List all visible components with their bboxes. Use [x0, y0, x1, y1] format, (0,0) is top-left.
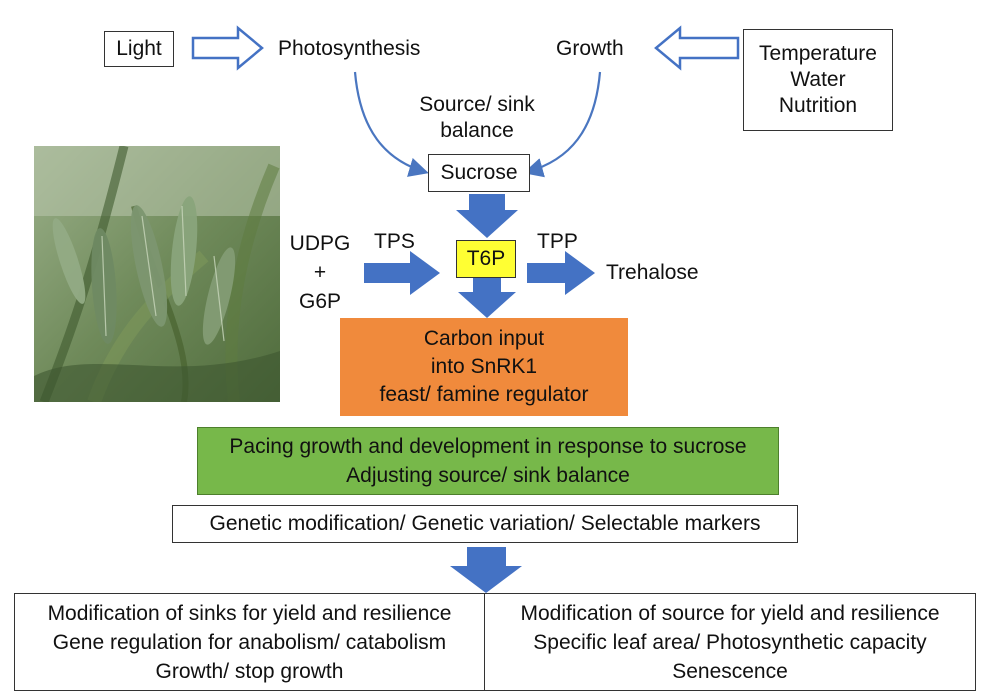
growth-pacing-line-1: Pacing growth and development in respons…	[229, 435, 747, 458]
right-block-arrow-tpp	[527, 251, 595, 295]
wheat-photo	[34, 146, 280, 402]
precursors-label: UDPG + G6P	[283, 229, 357, 316]
genetic-modification-label: Genetic modification/ Genetic variation/…	[209, 512, 761, 535]
source-line-1: Modification of source for yield and res…	[520, 601, 940, 625]
light-label: Light	[116, 37, 162, 60]
down-block-arrow-t6p	[458, 278, 516, 318]
source-line-2: Specific leaf area/ Photosynthetic capac…	[533, 630, 927, 654]
t6p-label: T6P	[466, 247, 506, 270]
hollow-left-arrow	[654, 25, 740, 71]
g6p-label: G6P	[298, 290, 342, 313]
plus-label: +	[313, 261, 327, 284]
down-block-arrow-sucrose	[456, 194, 518, 238]
sucrose-label: Sucrose	[440, 161, 518, 184]
environment-nutrition: Nutrition	[778, 94, 858, 117]
growth-label: Growth	[556, 37, 624, 60]
curved-arrow-growth	[523, 71, 602, 178]
tps-label: TPS	[374, 230, 415, 253]
trehalose-label: Trehalose	[606, 261, 699, 284]
carbon-line-1: Carbon input	[423, 327, 545, 350]
sinks-box: Modification of sinks for yield and resi…	[14, 593, 484, 691]
sinks-line-2: Gene regulation for anabolism/ catabolis…	[52, 630, 447, 654]
environment-water: Water	[790, 68, 846, 91]
udpg-label: UDPG	[289, 232, 351, 255]
light-box: Light	[104, 31, 174, 67]
source-sink-line-2: balance	[440, 119, 514, 142]
carbon-line-3: feast/ famine regulator	[379, 383, 589, 406]
source-line-3: Senescence	[672, 659, 788, 683]
growth-pacing-box: Pacing growth and development in respons…	[197, 427, 779, 495]
tpp-label: TPP	[537, 230, 578, 253]
curved-arrow-photosynthesis	[353, 71, 429, 177]
sinks-line-1: Modification of sinks for yield and resi…	[47, 601, 452, 625]
environment-box: Temperature Water Nutrition	[743, 29, 893, 131]
environment-temperature: Temperature	[759, 42, 877, 65]
sucrose-box: Sucrose	[428, 154, 530, 192]
hollow-right-arrow	[191, 25, 264, 71]
down-block-arrow-bottom	[450, 547, 522, 593]
source-sink-line-1: Source/ sink	[419, 93, 535, 116]
photosynthesis-label: Photosynthesis	[278, 37, 421, 60]
t6p-box: T6P	[456, 240, 516, 278]
source-box: Modification of source for yield and res…	[484, 593, 976, 691]
source-sink-label: Source/ sink balance	[406, 92, 548, 144]
carbon-line-2: into SnRK1	[430, 355, 538, 378]
sinks-line-3: Growth/ stop growth	[155, 659, 344, 683]
carbon-input-box: Carbon input into SnRK1 feast/ famine re…	[340, 318, 628, 416]
growth-pacing-line-2: Adjusting source/ sink balance	[346, 464, 630, 487]
genetic-modification-box: Genetic modification/ Genetic variation/…	[172, 505, 798, 543]
right-block-arrow-tps	[364, 251, 440, 295]
